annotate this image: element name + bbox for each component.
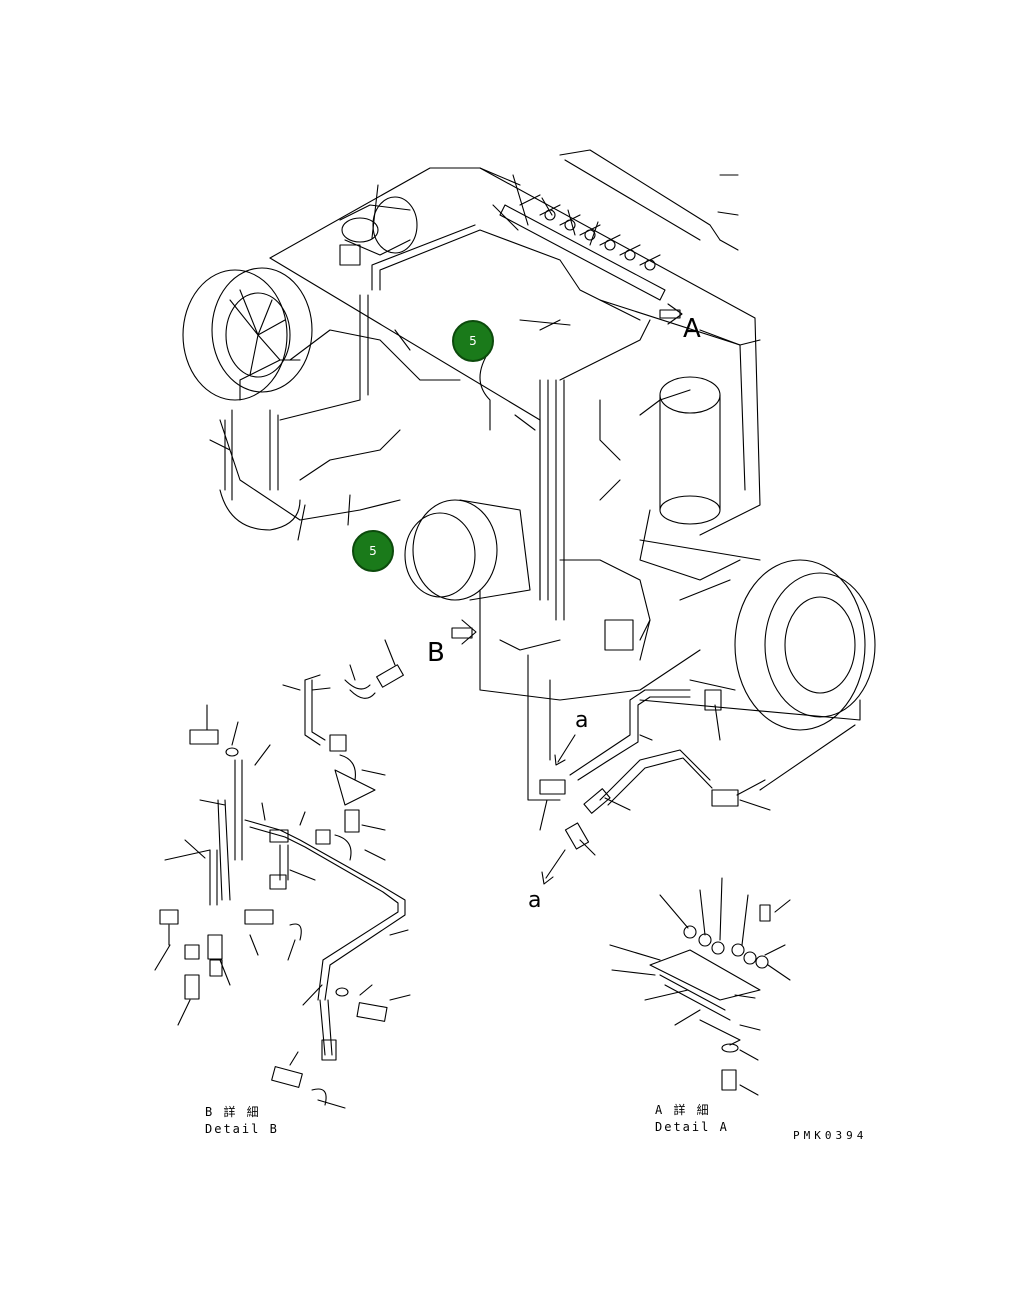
detail-b-title-jp: B 詳 細 — [205, 1105, 261, 1119]
callout-5-upper[interactable]: 5 — [452, 320, 494, 362]
view-label-b: B — [427, 638, 445, 668]
detail-a-leaders — [609, 877, 791, 1096]
callout-number: 5 — [469, 334, 477, 348]
detail-a-title-jp: A 詳 細 — [655, 1103, 711, 1117]
filter-canister — [404, 499, 531, 601]
detail-b-leaders — [154, 639, 411, 1109]
section-label-a-lower: a — [528, 888, 542, 913]
detail-a-title-en: Detail A — [655, 1120, 729, 1134]
detail-b-title-en: Detail B — [205, 1122, 279, 1136]
manifold-block — [499, 194, 666, 301]
section-label-a-upper: a — [575, 708, 589, 733]
drawing-code: PMK0394 — [793, 1129, 868, 1142]
pipe-runs — [224, 224, 691, 621]
section-a-box — [527, 654, 856, 801]
top-pump — [339, 196, 418, 266]
detail-b-parts — [159, 664, 406, 1106]
view-arrow-a — [659, 303, 683, 325]
callout-number: 5 — [369, 544, 377, 558]
section-arrows — [541, 734, 576, 885]
view-label-a: A — [683, 314, 701, 344]
final-drive — [639, 539, 876, 731]
transmission-housing — [479, 559, 701, 701]
view-arrow-b — [451, 619, 477, 645]
frame-outline — [269, 149, 761, 601]
detail-a-parts — [649, 904, 771, 1091]
leader-lines — [209, 174, 771, 856]
cylinder — [639, 376, 741, 581]
callout-5-lower[interactable]: 5 — [352, 530, 394, 572]
fan-assembly — [182, 267, 461, 531]
hose-assembly — [539, 689, 766, 850]
